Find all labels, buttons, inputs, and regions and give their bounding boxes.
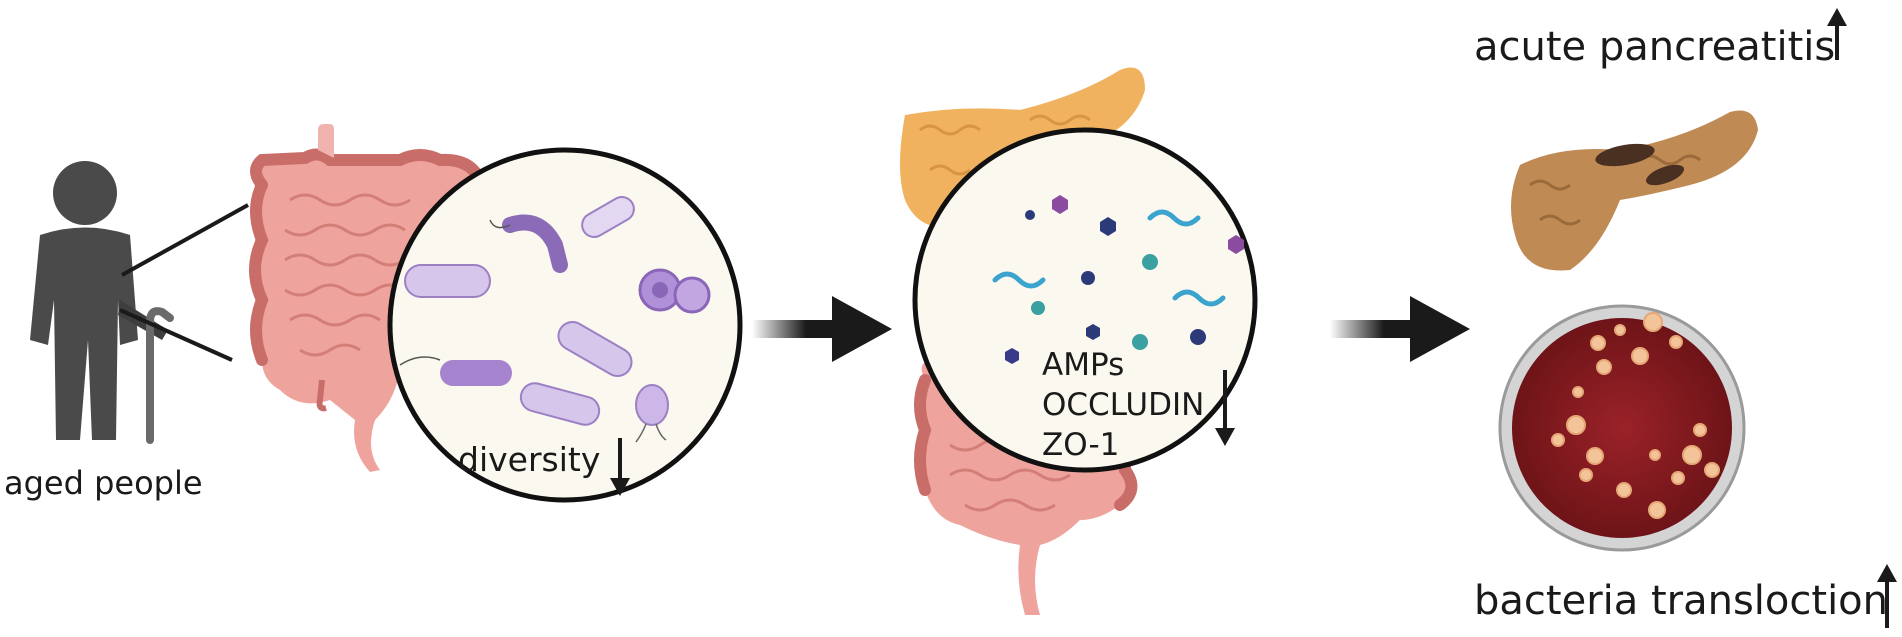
flow-arrow-1 — [752, 296, 892, 362]
molecule-icons — [992, 195, 1244, 364]
marker-occludin: OCCLUDIN — [1042, 387, 1205, 423]
aged-person-icon — [30, 161, 168, 440]
increase-arrow-translocation — [1877, 564, 1897, 628]
decrease-arrow-diversity — [610, 438, 630, 496]
bacteria-flagellate-icon — [635, 384, 669, 443]
aged-people-label: aged people — [4, 464, 203, 502]
bacteria-coccus-icon — [638, 268, 711, 314]
decrease-arrow-markers — [1215, 370, 1235, 446]
acute-pancreatitis-label: acute pancreatitis — [1474, 24, 1836, 70]
diversity-label: diversity — [458, 440, 601, 479]
bacteria-translocation-label: bacteria transloction — [1474, 578, 1889, 624]
barrier-markers-label: AMPs OCCLUDIN ZO-1 — [1042, 345, 1204, 465]
increase-arrow-pancreatitis — [1827, 8, 1847, 60]
bacteria-vibrio-icon — [489, 214, 568, 273]
marker-zo1: ZO-1 — [1042, 427, 1120, 463]
microbiota-magnifier — [387, 147, 743, 503]
flow-arrow-2 — [1330, 296, 1470, 362]
petri-dish-icon — [1498, 304, 1746, 552]
person-zoom-lines — [119, 203, 249, 362]
bacterial-colony-icons — [1551, 312, 1720, 519]
pancreas-inflamed-icon — [1511, 110, 1758, 271]
marker-amps: AMPs — [1042, 347, 1125, 383]
amps-magnifier — [912, 127, 1258, 473]
bacteria-rod-icon — [404, 195, 635, 426]
